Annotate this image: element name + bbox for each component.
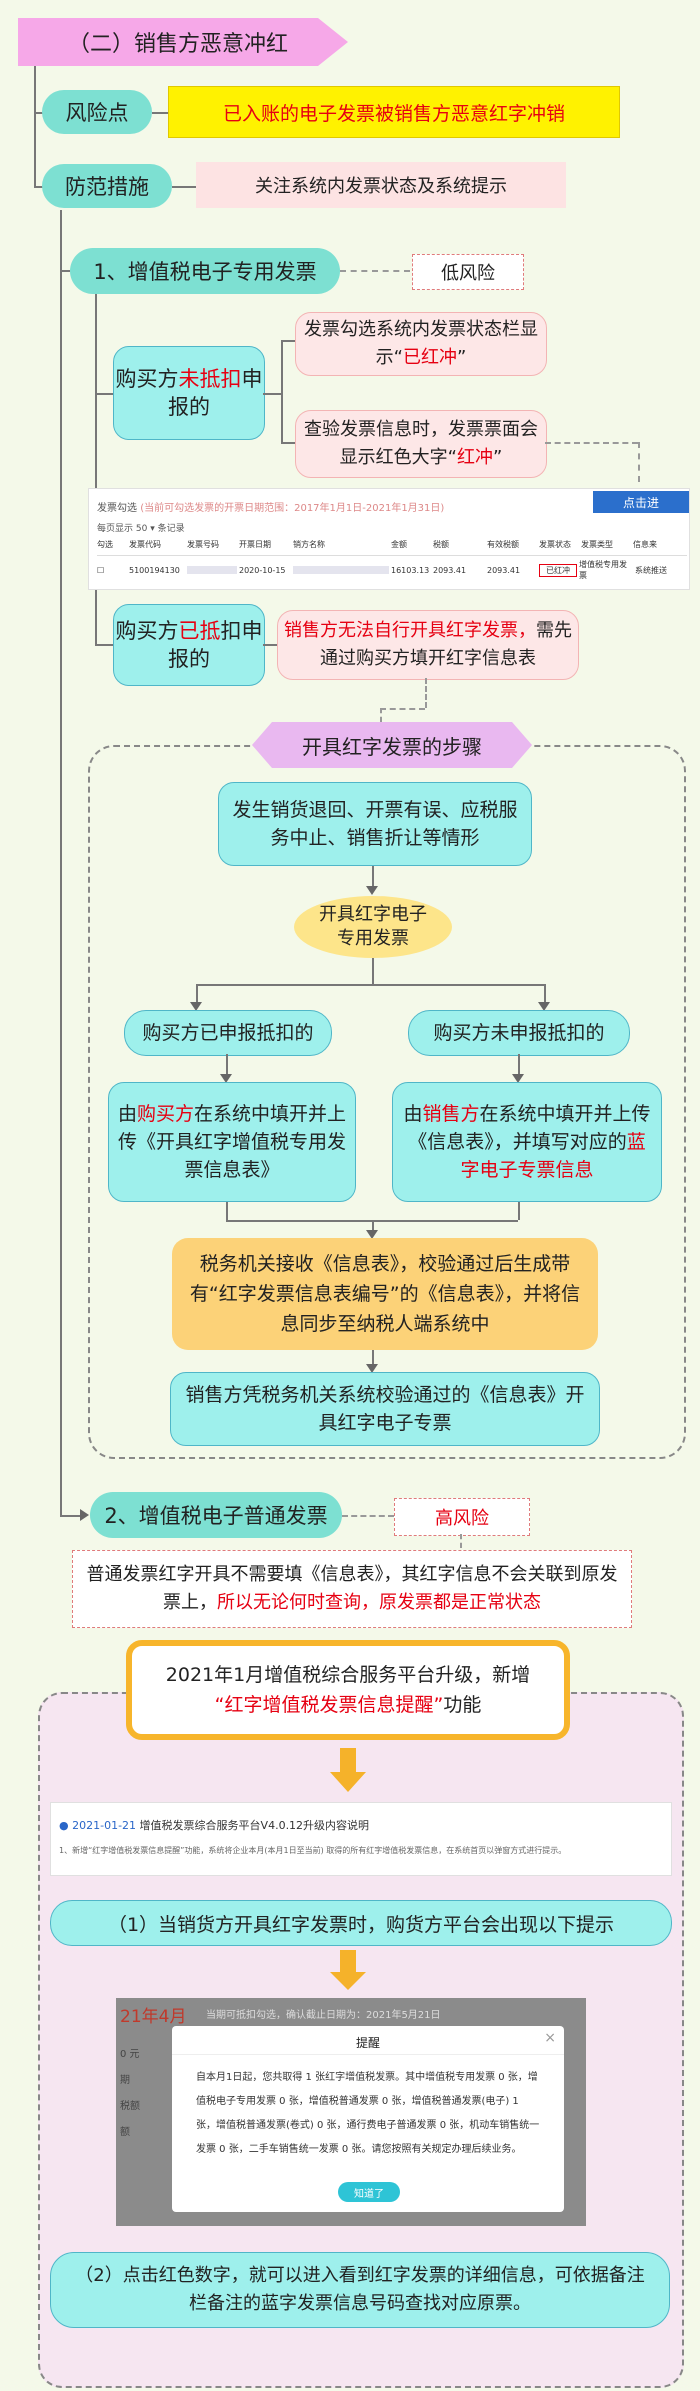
screenshot-per-page: 每页显示 50 ▾ 条记录: [97, 524, 185, 534]
not-deducted-label: 购买方未抵扣申报的: [113, 346, 265, 440]
invoice-selection-screenshot: 发票勾选 (当前可勾选发票的开票日期范围：2017年1月1日-2021年1月31…: [88, 488, 690, 590]
section-title: （二）销售方恶意冲红: [67, 32, 288, 57]
popup-ok-button[interactable]: 知道了: [338, 2182, 400, 2202]
risk-text: 已入账的电子发票被销售方恶意红字冲销: [168, 86, 620, 138]
notice-date: ● 2021-01-21 增值税发票综合服务平台V4.0.12升级内容说明: [59, 1819, 370, 1832]
popup-month: 21年4月: [120, 2007, 187, 2027]
popup-message: 自本月1日起，您共取得 1 张红字增值税发票。其中增值税专用发票 0 张，增值税…: [196, 2072, 540, 2155]
steps-title: 开具红字发票的步骤: [302, 734, 482, 759]
vat-normal-risk-level: 高风险: [394, 1498, 530, 1536]
measure-text: 关注系统内发票状态及系统提示: [196, 162, 566, 208]
popup-title: 提醒: [355, 2036, 380, 2050]
branch-left-head: 购买方已申报抵扣的: [124, 1010, 332, 1056]
down-arrow-icon-2: [330, 1950, 366, 1990]
screenshot-data-row: ☐ 5100194130 2020-10-15 16103.13 2093.41…: [97, 560, 667, 580]
popup-dialog: 提醒 × 自本月1日起，您共取得 1 张红字增值税发票。其中增值税专用发票 0 …: [172, 2026, 564, 2212]
branch-left-body: 由购买方在系统中填开并上传《开具红字增值税专用发票信息表》: [108, 1082, 356, 1202]
section-title-banner: （二）销售方恶意冲红: [18, 18, 348, 66]
upgrade-step-2: （2）点击红色数字，就可以进入看到红字发票的详细信息，可依据备注栏备注的蓝字发票…: [50, 2252, 670, 2328]
popup-left-items: 0 元期税额额: [120, 2049, 140, 2138]
popup-header: 当期可抵扣勾选，确认截止日期为：2021年5月21日: [206, 2010, 441, 2021]
branch-right-head: 购买方未申报抵扣的: [408, 1010, 630, 1056]
vat-special-title: 1、增值税电子专用发票: [70, 248, 340, 294]
status-red-flushed: 已红冲: [539, 563, 577, 577]
screenshot-click-button[interactable]: 点击进: [593, 491, 689, 513]
popup-close-icon[interactable]: ×: [544, 2030, 556, 2046]
vat-special-risk-level: 低风险: [412, 254, 524, 290]
deducted-note: 销售方无法自行开具红字发票，需先通过购买方填开红字信息表: [277, 610, 579, 680]
branch-right-body: 由销售方在系统中填开并上传《信息表》，并填写对应的蓝字电子专票信息: [392, 1082, 662, 1202]
step-tax-office: 税务机关接收《信息表》，校验通过后生成带有“红字发票信息表编号”的《信息表》，并…: [172, 1238, 598, 1350]
step-start: 发生销货退回、开票有误、应税服务中止、销售折让等情形: [218, 782, 532, 866]
notice-body: 1、新增“红字增值税发票信息提醒”功能，系统将企业本月(本月1日至当前) 取得的…: [59, 1846, 567, 1855]
title-banner-shape: [18, 18, 348, 66]
risk-label: 风险点: [42, 90, 152, 134]
deducted-label: 购买方已抵扣申报的: [113, 604, 265, 686]
not-deducted-note-2: 查验发票信息时，发票票面会显示红色大字“红冲”: [295, 410, 547, 478]
upgrade-text: 2021年1月增值税综合服务平台升级，新增“红字增值税发票信息提醒”功能: [126, 1640, 570, 1740]
vat-normal-title: 2、增值税电子普通发票: [90, 1492, 342, 1538]
upgrade-step-1: （1）当销货方开具红字发票时，购货方平台会出现以下提示: [50, 1900, 672, 1946]
vat-normal-note: 普通发票红字开具不需要填《信息表》，其红字信息不会关联到原发票上，所以无论何时查…: [72, 1550, 632, 1628]
screenshot-header-row: 勾选 发票代码 发票号码 开票日期 销方名称 金额 税额 有效税额 发票状态 发…: [97, 539, 687, 556]
step-decision: 开具红字电子专用发票: [294, 896, 452, 958]
notice-screenshot: ● 2021-01-21 增值税发票综合服务平台V4.0.12升级内容说明 1、…: [50, 1802, 672, 1876]
steps-title-banner: 开具红字发票的步骤: [252, 722, 532, 768]
down-arrow-icon: [330, 1748, 366, 1792]
screenshot-title: 发票勾选 (当前可勾选发票的开票日期范围：2017年1月1日-2021年1月31…: [97, 503, 445, 514]
not-deducted-note-1: 发票勾选系统内发票状态栏显示“已红冲”: [295, 312, 547, 376]
measure-label: 防范措施: [42, 164, 172, 208]
step-final: 销售方凭税务机关系统校验通过的《信息表》开具红字电子专票: [170, 1372, 600, 1446]
popup-screenshot: 21年4月 当期可抵扣勾选，确认截止日期为：2021年5月21日 0 元期税额额…: [116, 1998, 586, 2226]
